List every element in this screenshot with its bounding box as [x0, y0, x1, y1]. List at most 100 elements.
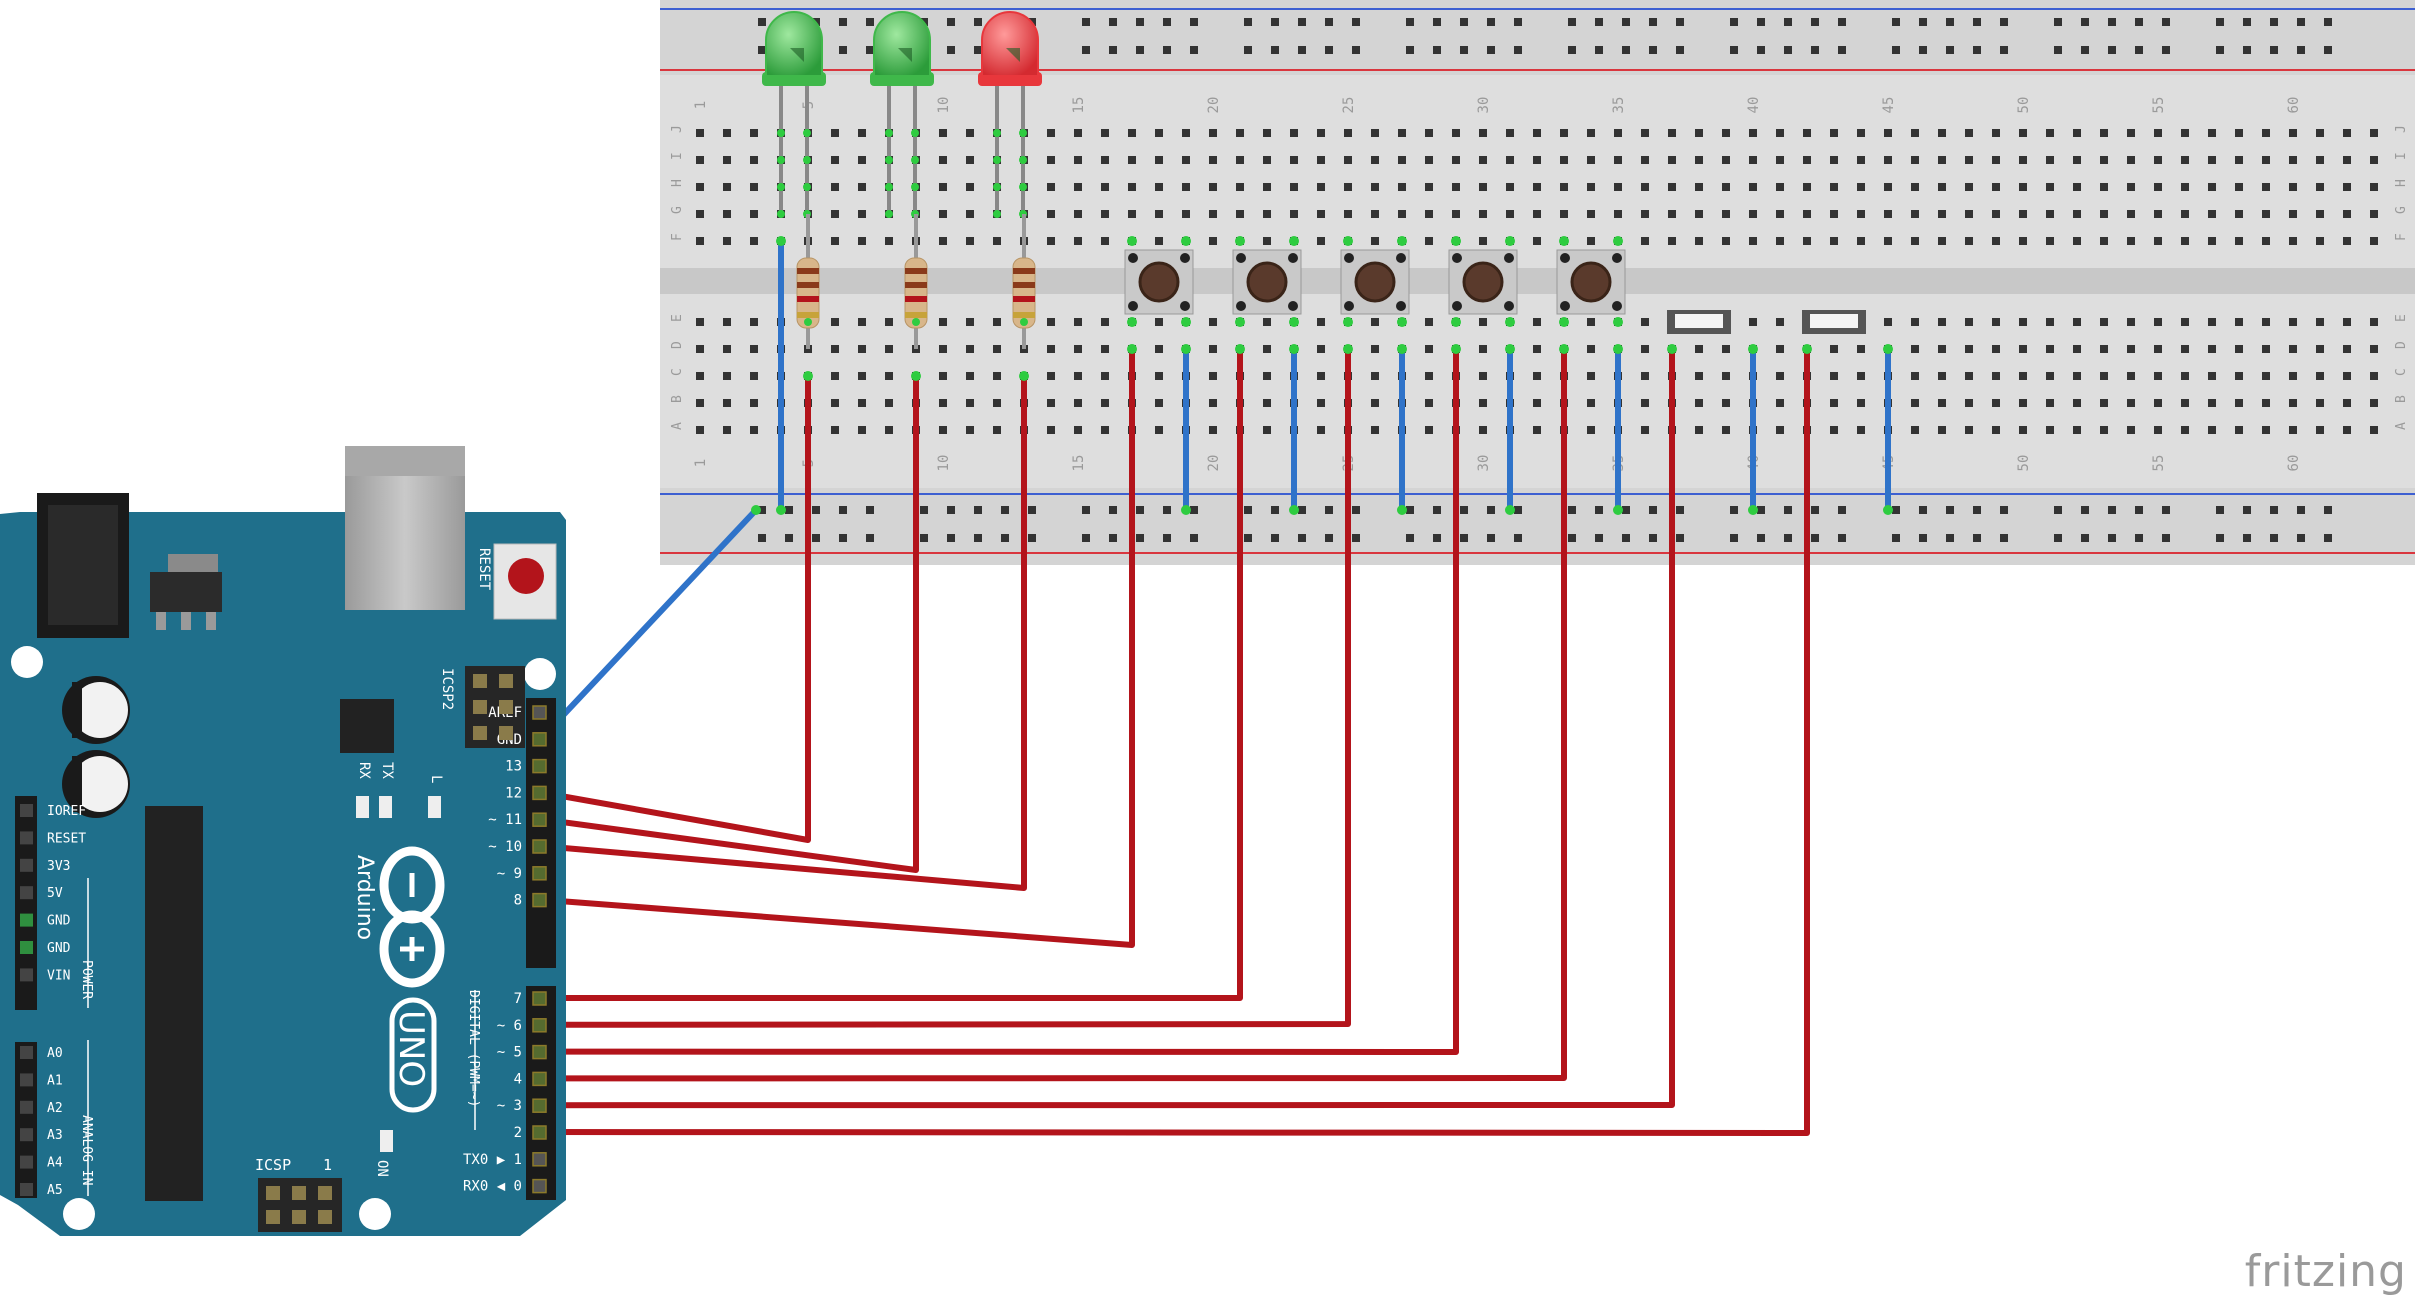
reset-label: RESET: [476, 548, 492, 591]
breadboard-hole: [1425, 129, 1433, 137]
breadboard-hole: [1730, 534, 1738, 542]
breadboard-hole: [1352, 18, 1360, 26]
breadboard-hole: [1803, 183, 1811, 191]
breadboard-hole: [2262, 237, 2270, 245]
breadboard-hole: [2243, 18, 2251, 26]
switch-slider[interactable]: [1675, 314, 1723, 328]
header-pin[interactable]: [532, 866, 547, 881]
breadboard-hole: [2135, 46, 2143, 54]
breadboard-hole: [1074, 372, 1082, 380]
breadboard-hole: [1317, 372, 1325, 380]
breadboard-hole: [1965, 345, 1973, 353]
breadboard-hole: [696, 345, 704, 353]
breadboard-hole: [2343, 372, 2351, 380]
reset-button-cap[interactable]: [508, 558, 544, 594]
button-cap[interactable]: [1354, 261, 1396, 303]
header-pin[interactable]: [532, 892, 547, 908]
breadboard-hole: [885, 318, 893, 326]
pushbutton[interactable]: [1340, 236, 1410, 327]
breadboard-hole: [1992, 210, 2000, 218]
header-pin[interactable]: [20, 1100, 33, 1114]
breadboard-hole: [1992, 426, 2000, 434]
connection-point: [1613, 505, 1623, 515]
pin-label: 7: [514, 991, 522, 1007]
header-pin[interactable]: [20, 804, 33, 817]
button-cap[interactable]: [1462, 261, 1504, 303]
switch-slider[interactable]: [1810, 314, 1858, 328]
header-pin[interactable]: [532, 1125, 547, 1140]
button-signal-wire: [538, 346, 1351, 1028]
pushbutton[interactable]: [1124, 236, 1194, 327]
button-pin: [1181, 317, 1191, 327]
breadboard-hole: [1776, 183, 1784, 191]
breadboard-hole: [758, 534, 766, 542]
header-pin[interactable]: [532, 1018, 547, 1033]
breadboard-hole: [1668, 210, 1676, 218]
header-pin[interactable]: [20, 1128, 33, 1142]
icsp2-pin: [473, 674, 487, 688]
breadboard-hole: [1884, 318, 1892, 326]
breadboard-hole: [2343, 210, 2351, 218]
header-pin[interactable]: [20, 1073, 33, 1087]
breadboard-hole: [1263, 210, 1271, 218]
header-pin[interactable]: [20, 913, 33, 927]
header-pin[interactable]: [20, 968, 33, 982]
breadboard-hole: [2216, 534, 2224, 542]
header-pin[interactable]: [532, 758, 547, 774]
header-pin[interactable]: [532, 991, 547, 1006]
breadboard-hole: [1371, 318, 1379, 326]
breadboard-hole: [1695, 183, 1703, 191]
slide-switch[interactable]: [1667, 310, 1731, 334]
breadboard-hole: [1433, 506, 1441, 514]
breadboard-hole: [2019, 372, 2027, 380]
pushbutton[interactable]: [1448, 236, 1518, 327]
header-pin[interactable]: [532, 1178, 547, 1194]
row-letter-label: H: [670, 179, 685, 187]
breadboard-hole: [1641, 345, 1649, 353]
breadboard-hole: [1074, 237, 1082, 245]
breadboard-hole: [2046, 345, 2054, 353]
header-pin[interactable]: [20, 1183, 33, 1196]
pushbutton[interactable]: [1232, 236, 1302, 327]
header-pin[interactable]: [532, 785, 547, 801]
slide-switch[interactable]: [1802, 310, 1866, 334]
header-pin[interactable]: [532, 705, 547, 720]
button-cap[interactable]: [1138, 261, 1180, 303]
header-pin[interactable]: [532, 1152, 547, 1167]
header-pin[interactable]: [532, 839, 547, 854]
breadboard-hole: [2046, 399, 2054, 407]
header-pin[interactable]: [20, 941, 33, 954]
button-pin: [1451, 236, 1461, 246]
header-pin[interactable]: [20, 886, 33, 900]
breadboard-hole: [2235, 237, 2243, 245]
breadboard-hole: [1838, 534, 1846, 542]
resistor-band: [797, 296, 819, 302]
button-corner: [1236, 253, 1246, 263]
header-pin[interactable]: [20, 1046, 33, 1059]
header-pin[interactable]: [532, 812, 547, 827]
header-pin[interactable]: [532, 1098, 547, 1113]
breadboard-hole: [2370, 426, 2378, 434]
breadboard-hole: [1946, 534, 1954, 542]
breadboard-hole: [1128, 210, 1136, 218]
button-cap[interactable]: [1246, 261, 1288, 303]
pushbutton[interactable]: [1556, 236, 1626, 327]
breadboard-hole: [993, 318, 1001, 326]
header-pin[interactable]: [532, 732, 547, 747]
breadboard-hole: [1271, 534, 1279, 542]
header-pin[interactable]: [20, 1155, 33, 1169]
header-pin[interactable]: [20, 831, 33, 845]
reset-button[interactable]: [493, 543, 557, 620]
row-letter-label: E: [670, 314, 685, 322]
breadboard-hole: [2046, 129, 2054, 137]
breadboard-hole: [1749, 183, 1757, 191]
header-pin[interactable]: [532, 1071, 547, 1087]
breadboard-hole: [1047, 129, 1055, 137]
button-cap[interactable]: [1570, 261, 1612, 303]
header-pin[interactable]: [20, 858, 33, 872]
breadboard-hole: [2127, 210, 2135, 218]
resistor-band: [905, 282, 927, 288]
header-pin[interactable]: [532, 1044, 547, 1060]
breadboard-hole: [939, 372, 947, 380]
breadboard-hole: [2270, 534, 2278, 542]
